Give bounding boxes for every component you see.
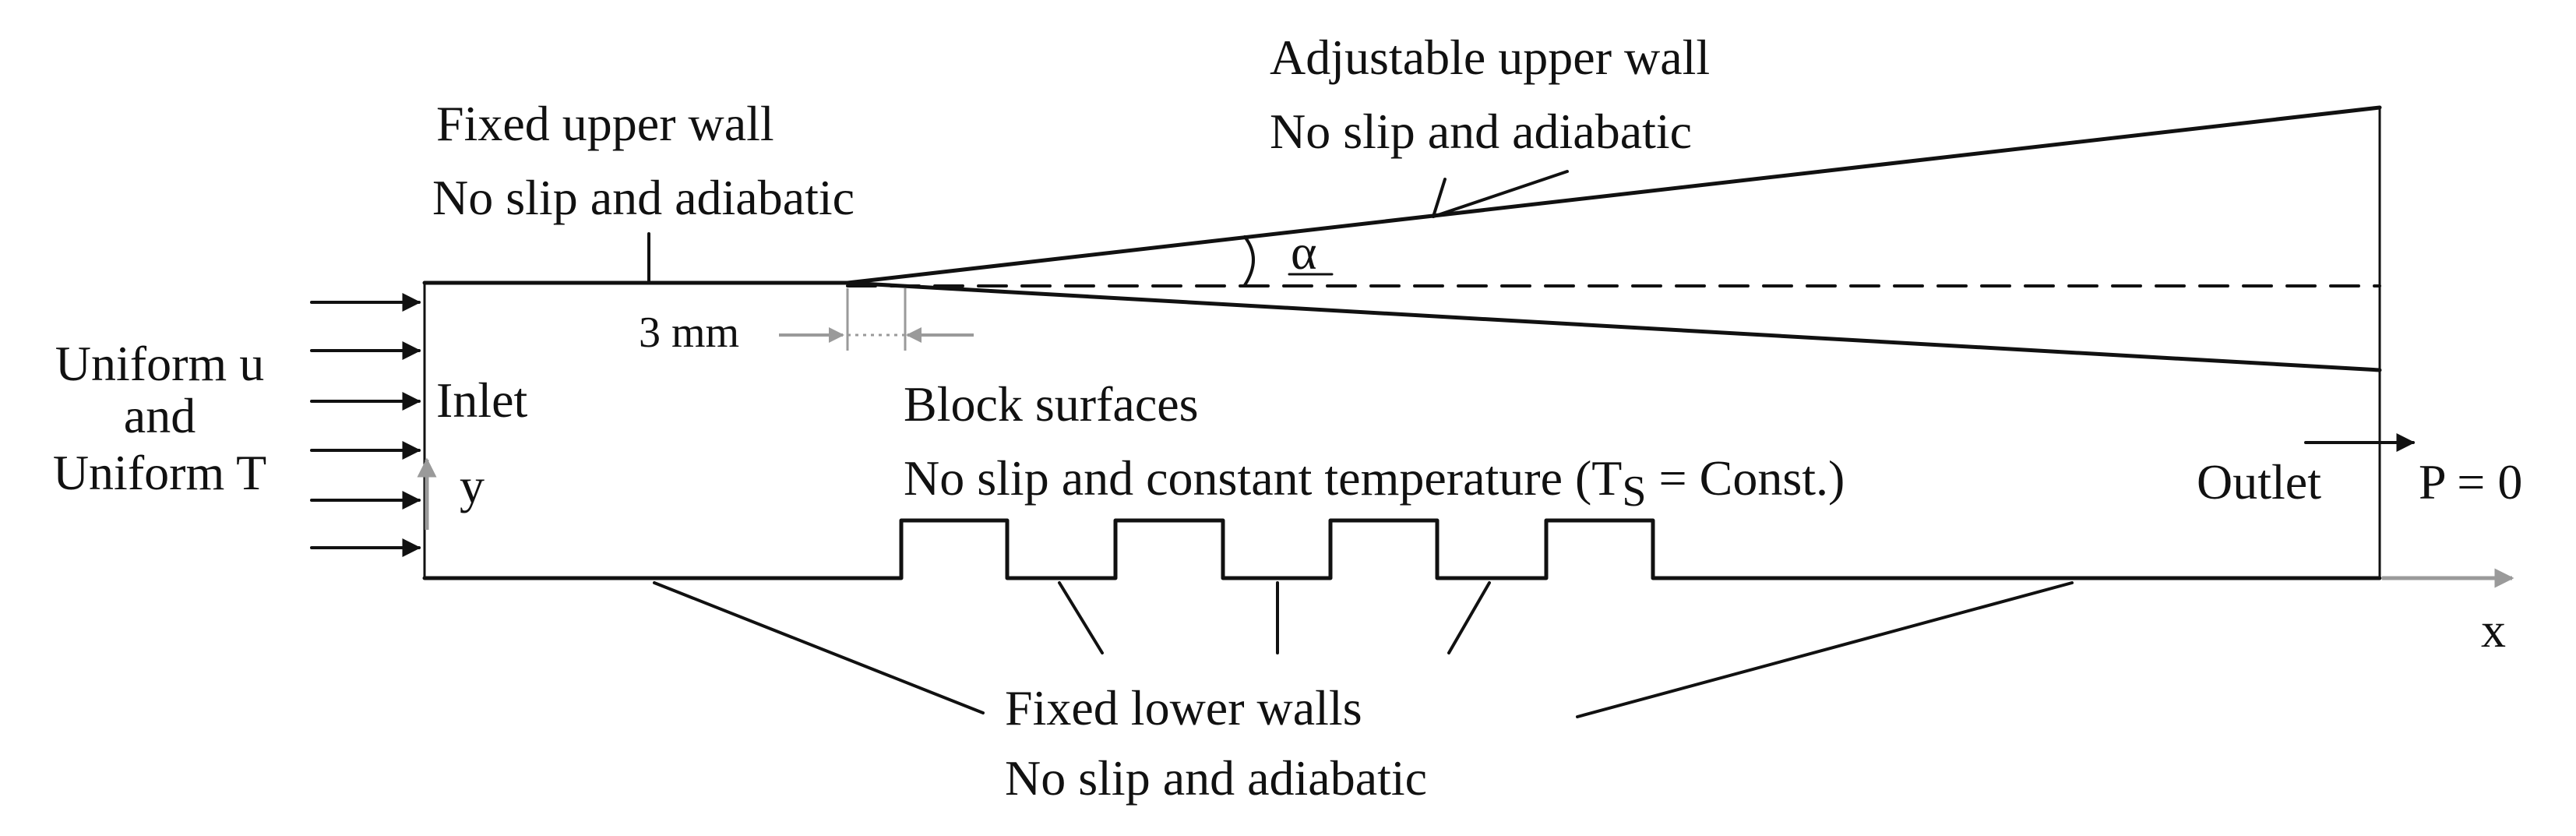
leader-lower-5	[1576, 581, 2074, 718]
leader-adjustable-b	[1432, 170, 1569, 218]
y-axis-label: y	[460, 458, 485, 513]
alpha-label: α	[1291, 224, 1317, 280]
inlet-condition-line2: and	[124, 388, 196, 443]
block-cond-prefix: No slip and constant temperature (T	[904, 450, 1622, 506]
gap-label: 3 mm	[639, 309, 739, 357]
x-axis-label: x	[2481, 602, 2506, 658]
lower-diverging-wall	[845, 280, 2382, 372]
inlet-condition-line3: Uniform T	[53, 445, 266, 500]
leader-lower-1	[653, 581, 985, 714]
block-cond-subscript: S	[1622, 467, 1646, 516]
leader-lower-2	[1058, 581, 1104, 654]
block-surfaces-condition: No slip and constant temperature (TS = C…	[904, 450, 1845, 516]
pressure-label: P = 0	[2419, 454, 2522, 510]
adjustable-wall-condition: No slip and adiabatic	[1270, 104, 1692, 159]
fixed-upper-wall-title: Fixed upper wall	[436, 96, 774, 151]
lower-walls-title: Fixed lower walls	[1005, 680, 1362, 735]
outlet-label: Outlet	[2197, 454, 2321, 510]
adjustable-wall-title: Adjustable upper wall	[1270, 30, 1710, 85]
inlet-label: Inlet	[436, 372, 528, 428]
leader-lower-4	[1447, 581, 1491, 654]
angle-arc	[1243, 235, 1255, 287]
lower-walls-condition: No slip and adiabatic	[1005, 750, 1427, 806]
leader-adjustable	[1432, 178, 1447, 218]
lower-wall-with-blocks	[422, 518, 2382, 580]
fixed-upper-wall-condition: No slip and adiabatic	[432, 170, 855, 225]
adjustable-upper-wall	[845, 105, 2382, 285]
block-surfaces-title: Block surfaces	[904, 376, 1199, 432]
block-cond-suffix: = Const.)	[1647, 450, 1845, 506]
inlet-condition-line1: Uniform u	[55, 336, 264, 391]
